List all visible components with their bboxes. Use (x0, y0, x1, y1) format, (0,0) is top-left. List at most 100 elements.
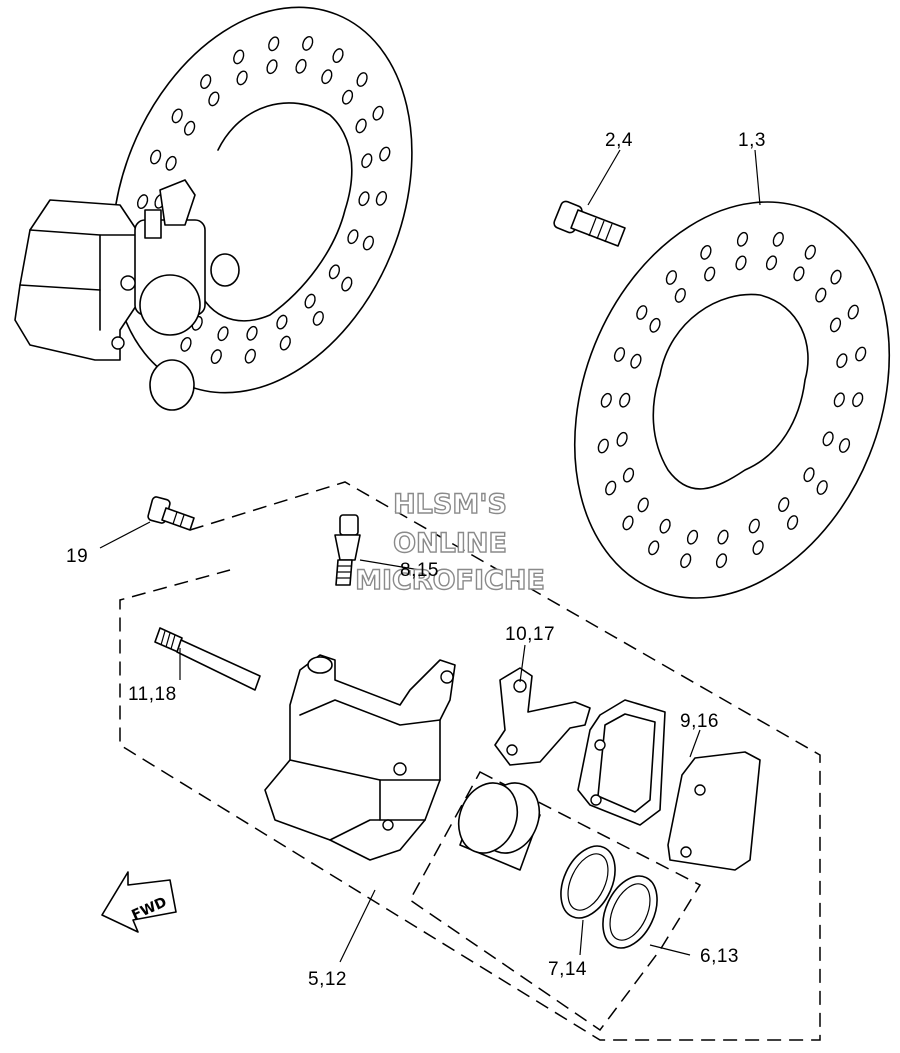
disc-vent-hole (752, 540, 764, 556)
disc-vent-hole (648, 540, 660, 556)
caliper-pin-part (154, 627, 261, 691)
disc-vent-hole (619, 392, 631, 408)
disc-vent-hole (815, 287, 827, 303)
disc-vent-hole (622, 515, 634, 531)
disc-vent-hole (136, 194, 149, 210)
disc-vent-hole (830, 269, 842, 285)
disc-vent-hole (597, 438, 609, 454)
disc-vent-hole (268, 36, 280, 52)
callout-piston-seal-kit: 6,13 (700, 946, 739, 967)
disc-vent-hole (704, 266, 716, 282)
disc-vent-hole (302, 35, 314, 51)
disc-vent-hole (183, 120, 196, 136)
piston-seal-part (602, 875, 658, 949)
disc-vent-hole (674, 287, 686, 303)
disc-vent-hole (341, 276, 353, 292)
callout-bleed-screw: 8,15 (400, 560, 439, 581)
disc-vent-hole (836, 353, 848, 369)
assembled-caliper (14, 179, 240, 411)
disc-vent-hole (304, 293, 316, 309)
disc-vent-hole (829, 317, 842, 333)
disc-vent-hole (276, 314, 288, 330)
disc-vent-hole (772, 231, 784, 247)
callout-disc-bolt: 2,4 (605, 130, 633, 151)
disc-vent-hole (659, 518, 671, 534)
callout-labels: 2,4 1,3 19 8,15 10,17 11,18 9,16 5,12 7,… (66, 130, 766, 990)
disc-vent-hole (266, 59, 278, 75)
disc-vent-hole (233, 49, 245, 65)
disc-vent-hole (786, 515, 799, 530)
callout-disc: 1,3 (738, 130, 766, 151)
disc-bolt-part (553, 200, 626, 247)
disc-vent-hole (816, 480, 828, 495)
callout-caliper-assembly: 5,12 (308, 969, 347, 990)
disc-vent-hole (208, 91, 220, 107)
pad-support-part (494, 667, 591, 766)
disc-vent-hole (736, 231, 749, 247)
callout-mount-bolt: 19 (66, 546, 88, 567)
disc-vent-hole (622, 467, 635, 483)
caliper-assembly-boundary (119, 481, 821, 1041)
disc-vent-hole (321, 69, 333, 85)
disc-vent-hole (171, 108, 183, 124)
bleed-screw-part (334, 514, 361, 586)
leader-lines (99, 149, 761, 963)
disc-vent-hole (833, 392, 845, 408)
caliper-body-part (264, 654, 456, 861)
disc-vent-hole (665, 270, 678, 285)
disc-vent-hole (295, 58, 307, 74)
dust-seal-part (560, 845, 616, 919)
disc-vent-hole (600, 392, 612, 408)
callout-pad-set: 9,16 (680, 711, 719, 732)
disc-vent-hole (312, 310, 324, 326)
disc-vent-hole (637, 497, 649, 513)
disc-vent-hole (680, 553, 692, 569)
disc-vent-hole (236, 70, 248, 86)
callout-caliper-pin: 11,18 (128, 684, 177, 705)
disc-vent-hole (822, 431, 834, 447)
disc-vent-hole (700, 244, 712, 260)
disc-vent-hole (847, 304, 859, 320)
disc-vent-hole (210, 349, 222, 365)
disc-vent-hole (328, 264, 341, 280)
disc-vent-hole (361, 153, 373, 169)
disc-vent-hole (246, 325, 258, 341)
disc-vent-hole (717, 529, 729, 545)
disc-vent-hole (244, 348, 256, 364)
disc-vent-hole (200, 74, 212, 90)
watermark: HLSM'S ONLINE MICROFICHE (354, 488, 545, 596)
disc-vent-hole (355, 118, 367, 134)
disc-vent-hole (715, 553, 728, 569)
disc-vent-hole (735, 255, 747, 271)
brake-disc-part (573, 201, 891, 599)
disc-vent-hole (356, 72, 368, 87)
disc-vent-hole (332, 48, 344, 64)
seal-kit-boundary (409, 770, 702, 1032)
disc-vent-hole (686, 529, 699, 545)
watermark-line-2: ONLINE (393, 528, 507, 559)
disc-vent-hole (765, 255, 778, 271)
piston-part (457, 782, 541, 871)
disc-vent-hole (793, 266, 805, 282)
disc-vent-hole (616, 431, 628, 447)
disc-vent-hole (748, 518, 760, 534)
disc-vent-hole (362, 235, 375, 251)
callout-pad-support: 10,17 (505, 624, 555, 645)
disc-vent-hole (852, 392, 864, 408)
disc-vent-hole (838, 438, 851, 453)
disc-vent-hole (605, 480, 617, 496)
brake-pad-front (577, 699, 666, 826)
disc-vent-hole (347, 229, 359, 245)
callout-dust-seal: 7,14 (548, 959, 587, 980)
mount-bolt-part (147, 496, 195, 531)
disc-vent-hole (804, 244, 816, 260)
disc-vent-hole (149, 149, 162, 165)
disc-vent-hole (649, 317, 661, 333)
disc-vent-hole (803, 467, 815, 483)
disc-vent-hole (341, 89, 354, 105)
disc-vent-hole (180, 336, 192, 352)
disc-vent-hole (217, 326, 229, 342)
disc-vent-hole (855, 346, 867, 362)
disc-vent-hole (636, 305, 648, 320)
